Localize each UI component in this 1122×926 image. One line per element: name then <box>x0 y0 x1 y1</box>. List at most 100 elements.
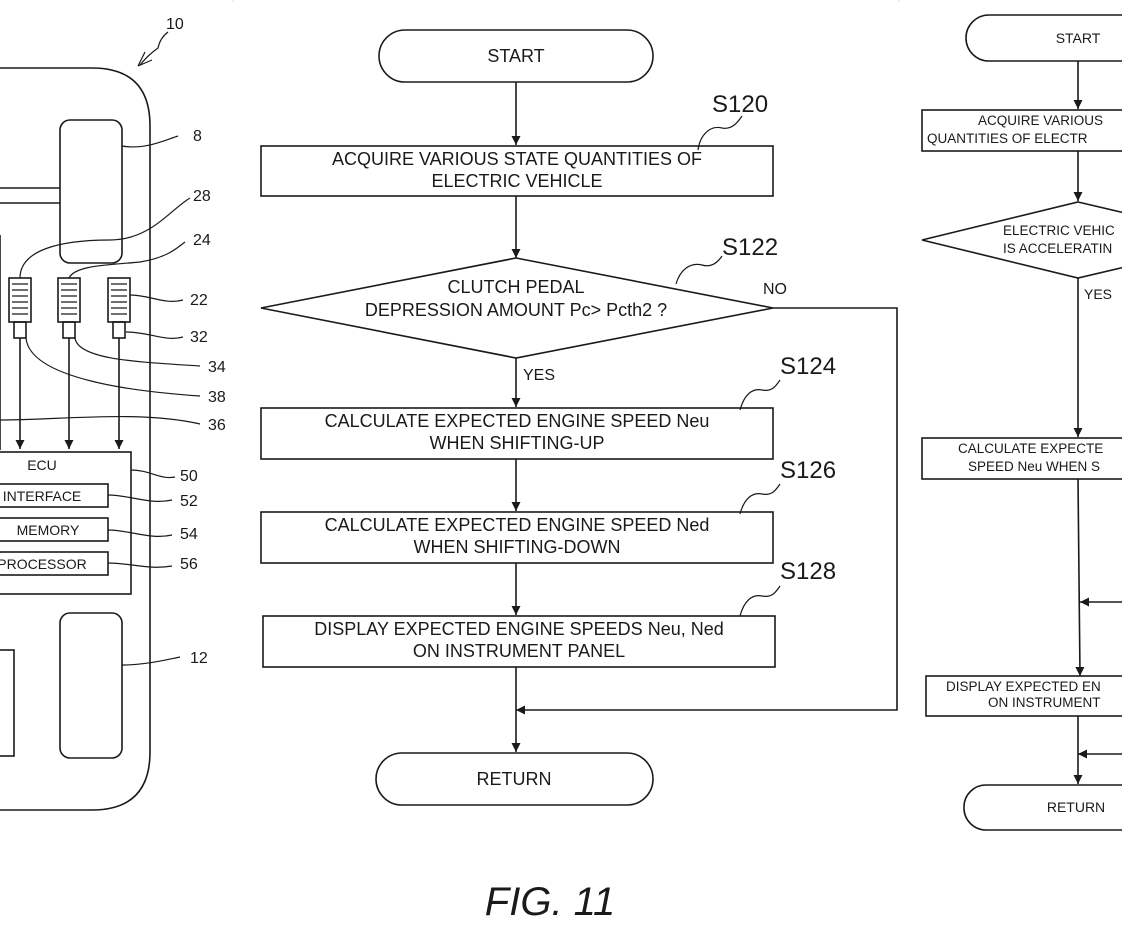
calc-up-box <box>260 407 774 460</box>
right-display-box <box>925 675 1122 717</box>
sensor-22-coil <box>111 283 127 315</box>
return-label: RETURN <box>477 769 552 789</box>
sensor-28-base <box>13 321 27 339</box>
processor-label: PROCESSOR <box>0 556 87 572</box>
acquire-line-2: ELECTRIC VEHICLE <box>431 171 602 191</box>
display-box <box>262 615 776 668</box>
leader-8 <box>121 135 179 148</box>
leader-s120 <box>697 115 743 151</box>
panel-seam-right <box>898 0 900 2</box>
ref-8: 8 <box>193 128 202 145</box>
leader-24 <box>68 241 186 279</box>
component-12-box <box>59 612 123 759</box>
ecu-box <box>0 451 132 595</box>
no-label: NO <box>763 281 787 298</box>
decision-line-2: DEPRESSION AMOUNT Pc> Pcth2 ? <box>365 300 667 320</box>
right-yes-label: YES <box>1084 286 1112 302</box>
ref-22: 22 <box>190 292 208 309</box>
decision-line-1: CLUTCH PEDAL <box>447 277 584 297</box>
right-calc-line-1: CALCULATE EXPECTE <box>958 441 1103 456</box>
ref-54: 54 <box>180 526 198 543</box>
right-acquire-line-2: QUANTITIES OF ELECTR <box>927 131 1088 146</box>
start-label: START <box>487 46 544 66</box>
right-start-terminal <box>965 14 1122 62</box>
no-path-connector <box>516 307 898 715</box>
calc-down-line-1: CALCULATE EXPECTED ENGINE SPEED Ned <box>325 515 710 535</box>
leader-10 <box>139 31 169 66</box>
right-flowchart: START ACQUIRE VARIOUS QUANTITIES OF ELEC… <box>921 14 1122 831</box>
vehicle-diagram: ECU INTERFACE MEMORY PROCESSOR 10 8 28 2… <box>0 16 226 811</box>
sensor-22 <box>107 277 131 339</box>
sensor-28 <box>8 277 32 339</box>
right-calc-box <box>921 437 1122 480</box>
right-return-label: RETURN <box>1047 799 1105 815</box>
calc-up-line-2: WHEN SHIFTING-UP <box>430 433 605 453</box>
ref-56: 56 <box>180 556 198 573</box>
leader-34 <box>74 337 201 367</box>
leader-52 <box>107 494 173 502</box>
calc-down-box <box>260 511 774 564</box>
leader-32 <box>125 331 184 339</box>
leader-s126 <box>739 483 781 515</box>
ref-28: 28 <box>193 188 211 205</box>
sensor-28-coil <box>12 283 28 315</box>
calc-down-line-2: WHEN SHIFTING-DOWN <box>414 537 621 557</box>
component-8-box <box>59 119 123 264</box>
ref-38: 38 <box>208 389 226 406</box>
right-acquire-line-1: ACQUIRE VARIOUS <box>978 113 1103 128</box>
leader-10-arrow <box>137 51 153 67</box>
sensor-22-base <box>112 321 126 339</box>
ref-32: 32 <box>190 329 208 346</box>
sensor-24 <box>57 277 81 339</box>
display-line-1: DISPLAY EXPECTED ENGINE SPEEDS Neu, Ned <box>314 619 723 639</box>
right-arrow-4 <box>1075 478 1085 677</box>
leader-s128 <box>739 585 781 617</box>
yes-label: YES <box>523 367 555 384</box>
step-s126: S126 <box>780 457 836 484</box>
leader-54 <box>107 529 173 537</box>
sensor-24-base <box>62 321 76 339</box>
right-calc-line-2: SPEED Neu WHEN S <box>968 459 1100 474</box>
ref-24: 24 <box>193 232 211 249</box>
step-s120: S120 <box>712 91 768 118</box>
leader-28 <box>19 197 191 279</box>
center-flowchart: START ACQUIRE VARIOUS STATE QUANTITIES O… <box>260 29 898 806</box>
right-acquire-box <box>921 109 1122 152</box>
memory-label: MEMORY <box>17 522 80 538</box>
right-display-line-2: ON INSTRUMENT <box>988 695 1101 710</box>
right-return-terminal <box>963 784 1122 831</box>
ref-10: 10 <box>166 16 184 33</box>
vehicle-body-outline <box>0 67 151 811</box>
leader-36 <box>0 415 201 425</box>
sensor-24-coil <box>61 283 77 315</box>
leader-s124 <box>739 379 781 411</box>
ecu-label: ECU <box>27 457 57 473</box>
leader-12 <box>121 656 181 666</box>
display-line-2: ON INSTRUMENT PANEL <box>413 641 625 661</box>
panel-seam-left <box>232 0 234 2</box>
leader-22 <box>129 294 184 302</box>
ref-52: 52 <box>180 493 198 510</box>
step-s128: S128 <box>780 558 836 585</box>
ref-12: 12 <box>190 650 208 667</box>
left-partial-box <box>0 649 15 757</box>
right-decision-diamond <box>921 201 1122 279</box>
right-decision-line-2: IS ACCELERATIN <box>1003 241 1112 256</box>
right-decision-line-1: ELECTRIC VEHIC <box>1003 223 1115 238</box>
leader-50 <box>130 469 176 479</box>
ref-34: 34 <box>208 359 226 376</box>
right-display-line-1: DISPLAY EXPECTED EN <box>946 679 1101 694</box>
interface-label: INTERFACE <box>3 488 82 504</box>
leader-38 <box>25 337 201 397</box>
step-s122: S122 <box>722 234 778 261</box>
leader-s122 <box>675 255 723 285</box>
leader-56 <box>107 562 173 568</box>
calc-up-line-1: CALCULATE EXPECTED ENGINE SPEED Neu <box>325 411 710 431</box>
ref-36: 36 <box>208 417 226 434</box>
acquire-box <box>260 145 774 197</box>
right-start-label: START <box>1056 30 1101 46</box>
ref-50: 50 <box>180 468 198 485</box>
figure-caption: FIG. 11 <box>485 880 615 924</box>
